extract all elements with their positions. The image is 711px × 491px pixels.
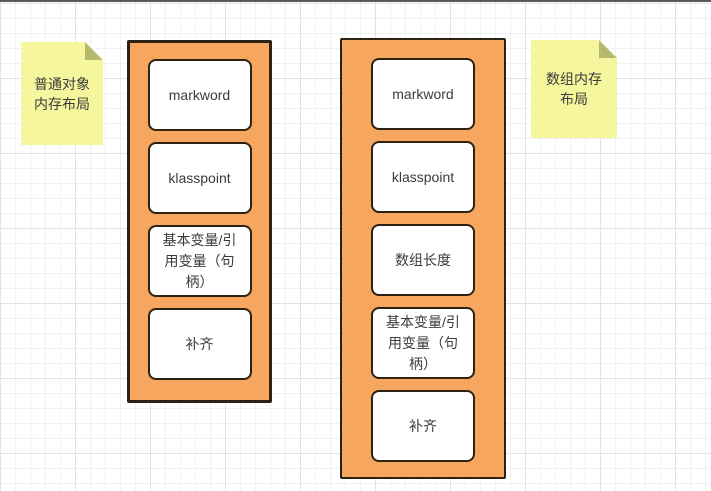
folded-corner-icon [85, 42, 103, 60]
cell-klasspoint[interactable]: klasspoint [371, 141, 475, 213]
note-text: 数组内存 布局 [546, 71, 602, 107]
cell-variables[interactable]: 基本变量/引 用变量（句 柄） [147, 225, 252, 297]
cell-padding[interactable]: 补齐 [371, 390, 475, 462]
cell-array-length[interactable]: 数组长度 [371, 224, 475, 296]
folded-corner-icon [599, 40, 617, 58]
cell-markword[interactable]: markword [147, 59, 252, 131]
cell-variables[interactable]: 基本变量/引 用变量（句 柄） [371, 307, 475, 379]
container-array-layout[interactable]: markword klasspoint 数组长度 基本变量/引 用变量（句 柄）… [340, 38, 506, 479]
top-edge-bar [0, 0, 711, 2]
note-text: 普通对象 内存布局 [34, 75, 90, 112]
cell-padding[interactable]: 补齐 [147, 308, 252, 380]
cell-markword[interactable]: markword [371, 58, 475, 130]
sticky-note-normal-object[interactable]: 普通对象 内存布局 [21, 42, 103, 145]
cell-klasspoint[interactable]: klasspoint [147, 142, 252, 214]
container-normal-object-layout[interactable]: markword klasspoint 基本变量/引 用变量（句 柄） 补齐 [127, 40, 272, 403]
sticky-note-array[interactable]: 数组内存 布局 [531, 40, 617, 138]
